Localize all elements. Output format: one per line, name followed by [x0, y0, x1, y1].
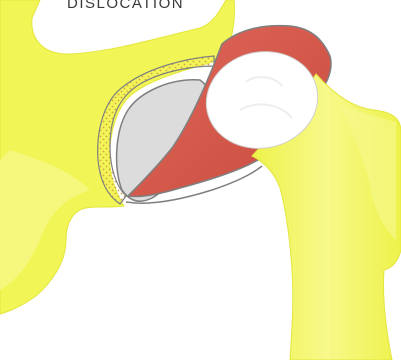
diagram-title: DISLOCATION — [67, 0, 184, 12]
